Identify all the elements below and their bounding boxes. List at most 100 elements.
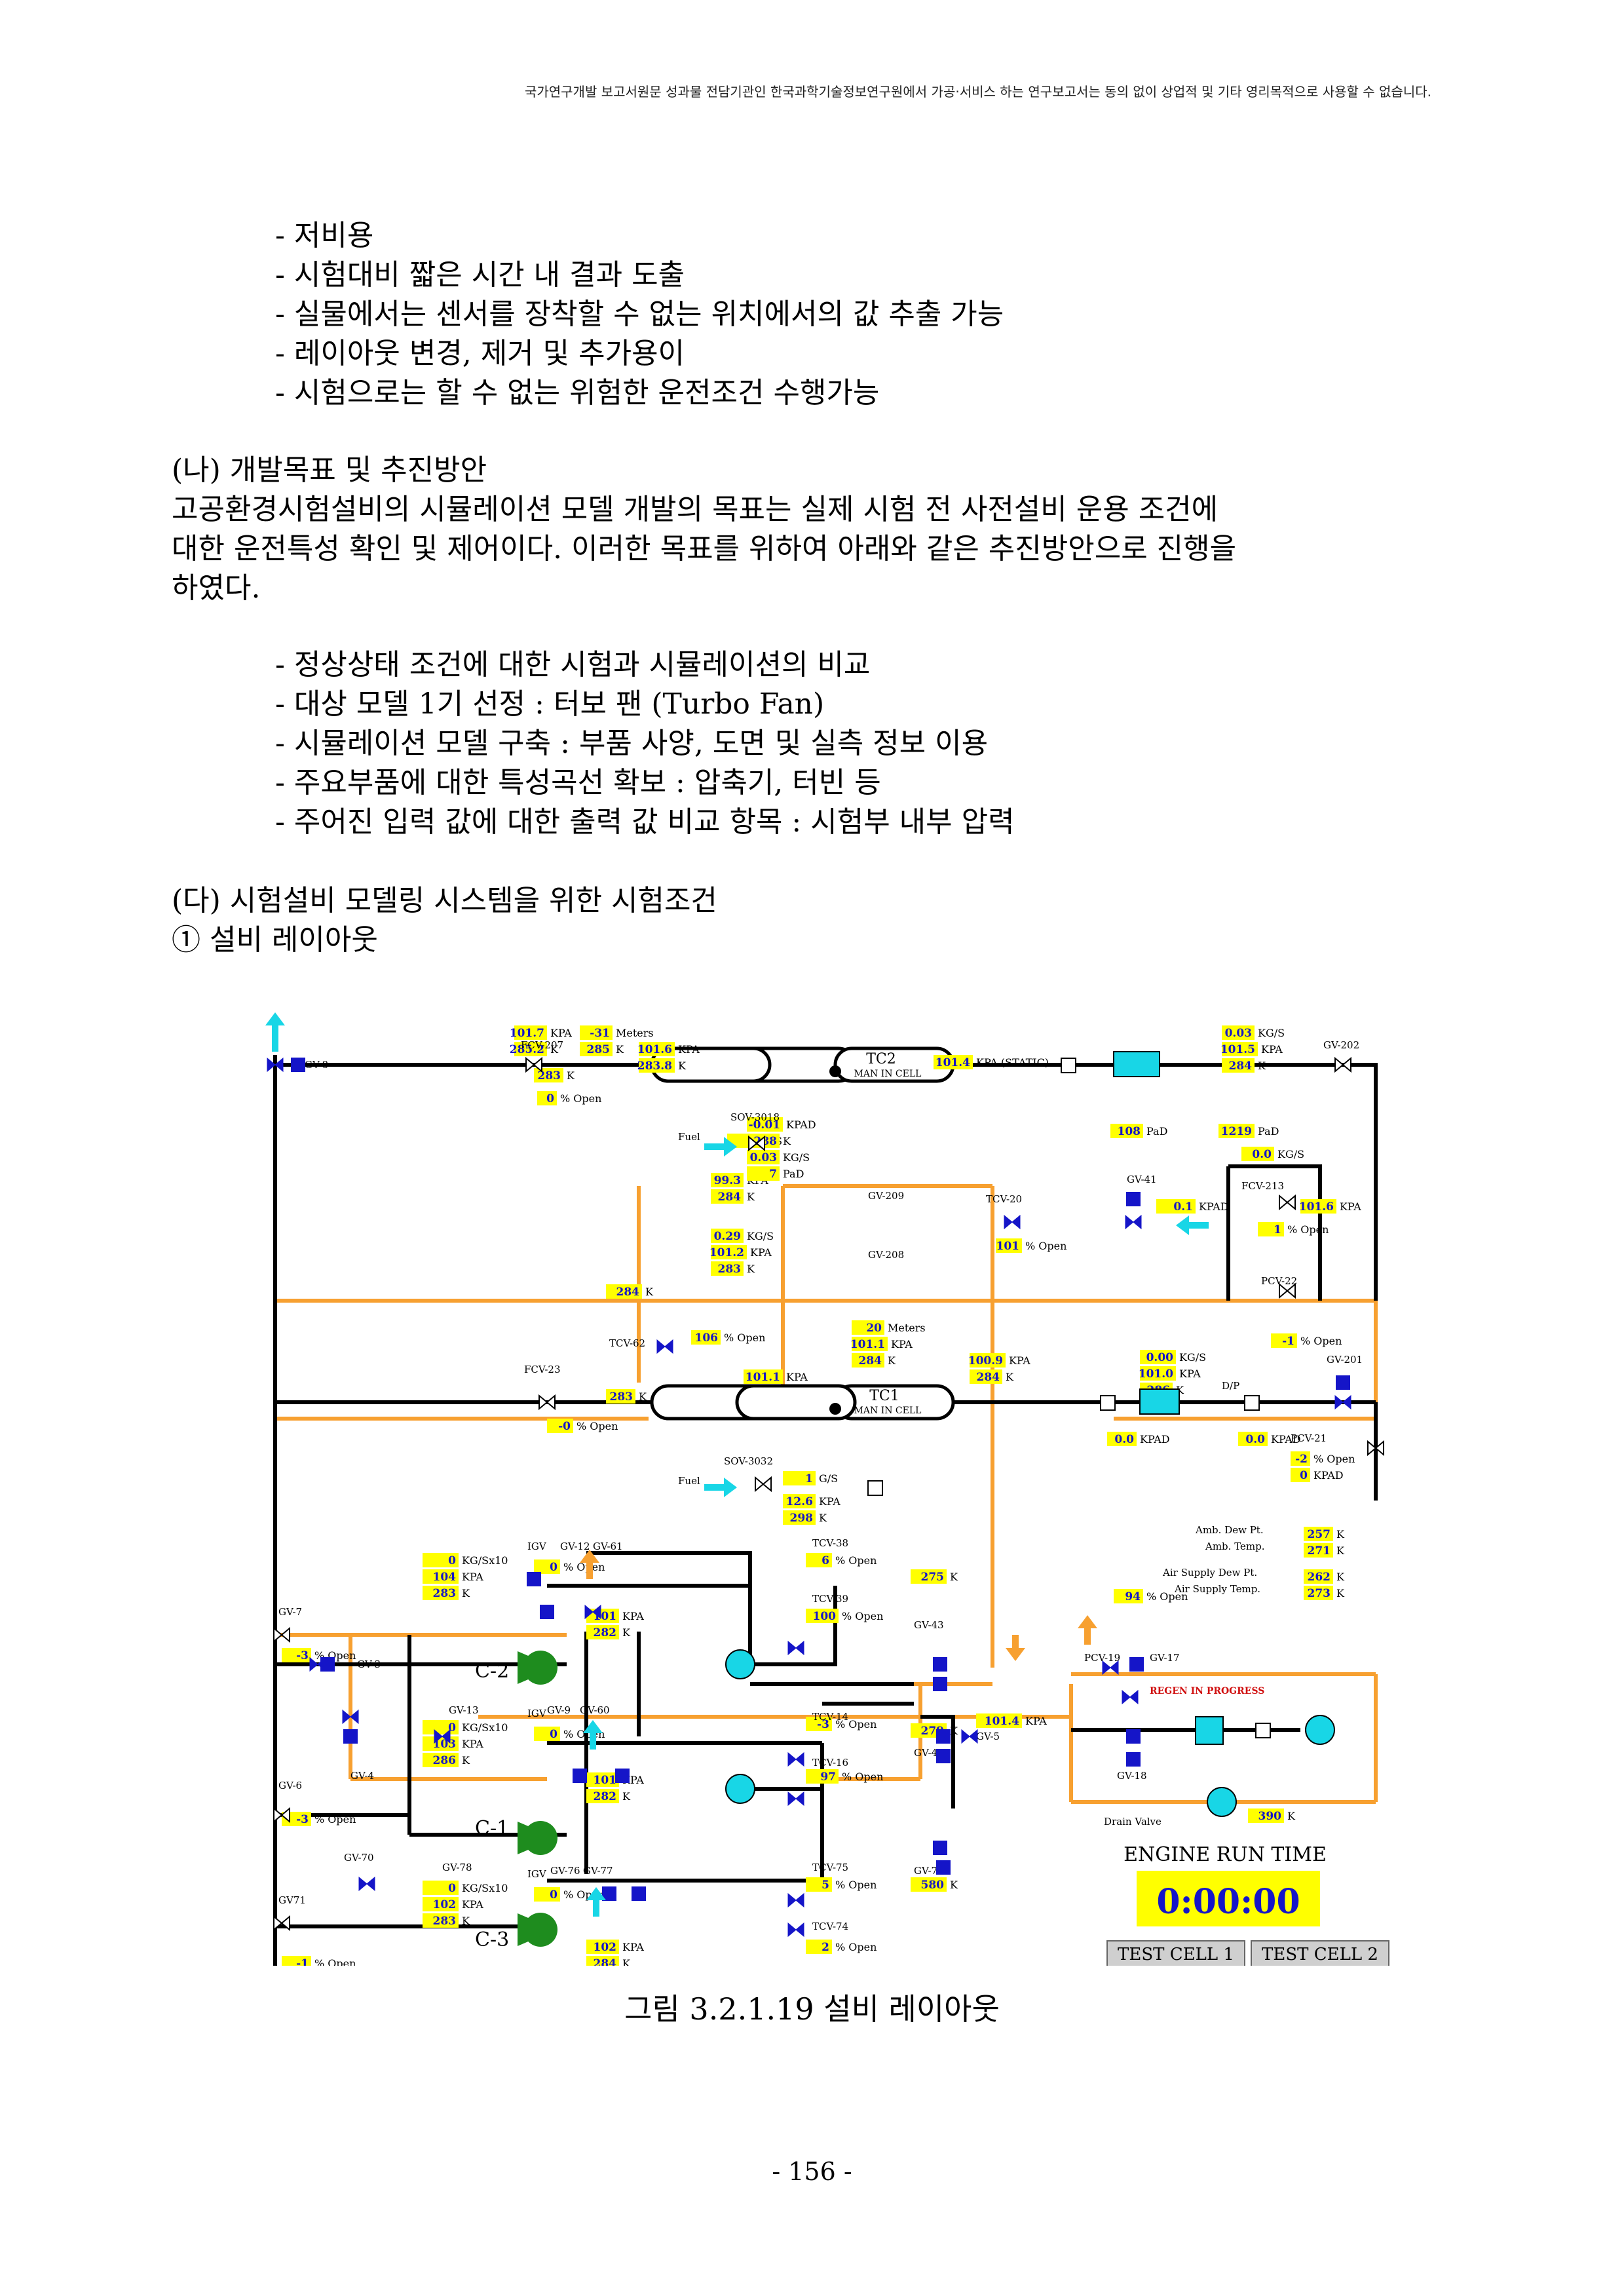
value-fcv213_flow: 0.0	[1252, 1148, 1272, 1161]
label-regen: REGEN IN PROGRESS	[1150, 1686, 1264, 1696]
unit-label: % Open	[314, 1813, 356, 1826]
unit-label: KPA	[462, 1571, 483, 1583]
unit-label: % Open	[1300, 1335, 1342, 1347]
value-gv6_open: -3	[296, 1813, 309, 1826]
unit-label: KPA	[1340, 1200, 1361, 1213]
value-box	[806, 1769, 839, 1784]
value-box	[806, 1877, 832, 1892]
value-box	[911, 1569, 947, 1584]
value-tc2_p2: 101.6	[637, 1043, 672, 1056]
value-box	[1271, 1333, 1297, 1348]
unit-label: K	[1006, 1371, 1014, 1383]
value-box	[711, 1173, 744, 1187]
value-box	[534, 1559, 560, 1574]
engine-run-timer	[1137, 1871, 1320, 1926]
unit-label: % Open	[563, 1561, 605, 1573]
value-tcv74_open: 2	[821, 1941, 829, 1954]
label-tcv74: TCV-74	[812, 1921, 848, 1932]
figure-caption: 그림 3.2.1.19 설비 레이아웃	[624, 1991, 1000, 2027]
value-box	[639, 1042, 675, 1056]
unit-label: K	[622, 1790, 631, 1803]
unit-label: K	[1336, 1544, 1345, 1557]
label-igv: IGV	[527, 1708, 547, 1719]
value-box	[747, 1150, 780, 1164]
unit-label: KPA	[1009, 1354, 1030, 1367]
label-gv9: GV-9	[547, 1704, 571, 1716]
value-box	[806, 1553, 832, 1567]
value-box	[934, 1055, 973, 1069]
value-box	[423, 1586, 459, 1600]
unit-label: KPA	[786, 1371, 808, 1383]
unit-label: KG/Sx10	[462, 1882, 508, 1894]
unit-label: % Open	[576, 1420, 618, 1432]
value-tc1_p2: 100.9	[968, 1354, 1003, 1368]
test-cell-2-button[interactable]	[1251, 1940, 1389, 1968]
value-box	[1156, 1199, 1196, 1214]
unit-label: % Open	[835, 1941, 877, 1953]
label-tcv38: TCV-38	[812, 1537, 848, 1549]
air-supply-pipes	[273, 1184, 1378, 1804]
label-gv201: GV-201	[1327, 1354, 1363, 1366]
value-tc2_t2: 285	[587, 1043, 611, 1056]
value-pad_1219: 1219	[1221, 1125, 1252, 1138]
unit-label: PaD	[1146, 1125, 1167, 1138]
value-amb_temp: 271	[1308, 1544, 1331, 1558]
value-c3_out_t: 284	[594, 1957, 617, 1966]
value-box	[282, 1648, 311, 1662]
unit-label: KPA	[1025, 1715, 1047, 1727]
value-c1_out_t: 282	[594, 1790, 617, 1803]
tc1-name: TC1	[869, 1388, 899, 1404]
value-box	[711, 1245, 747, 1259]
unit-label: KPA	[678, 1043, 700, 1056]
value-c3_igv: 0	[550, 1888, 557, 1902]
paragraph-line: 대한 운전특성 확인 및 제어이다. 이러한 목표를 위하여 아래와 같은 추진…	[172, 532, 1237, 565]
unit-label: KPAD	[1271, 1433, 1301, 1445]
value-tc2_out_flow: 0.03	[1225, 1027, 1252, 1040]
value-tc1_p: 101.1	[850, 1338, 885, 1351]
label-air_temp: Air Supply Temp.	[1174, 1583, 1260, 1595]
value-c2_igv: 0	[550, 1561, 557, 1574]
label-gv76: GV-76	[550, 1865, 580, 1877]
value-gv208_p: 101.2	[709, 1246, 744, 1259]
main-pipes	[273, 1055, 1378, 1966]
unit-label: G/S	[819, 1472, 838, 1485]
value-box	[1300, 1199, 1336, 1214]
label-fcv207: FCV-207	[521, 1039, 563, 1051]
label-gv13: GV-13	[449, 1704, 479, 1716]
value-box	[586, 1789, 619, 1803]
value-fcv207_open: 0	[546, 1092, 554, 1105]
value-p_1014: 101.4	[985, 1715, 1019, 1728]
value-c3_out_p: 102	[594, 1941, 617, 1954]
value-tc1_pad2: 0.0	[1245, 1433, 1265, 1446]
value-tc1_p3: 101.1	[746, 1371, 780, 1384]
value-box	[1241, 1147, 1274, 1161]
tc1-sub: MAN IN CELL	[854, 1406, 922, 1416]
value-tcv14_open: -3	[817, 1718, 829, 1731]
value-box	[911, 1877, 947, 1892]
unit-label: K	[783, 1135, 791, 1147]
unit-label: % Open	[314, 1957, 356, 1966]
value-box	[423, 1913, 459, 1928]
value-t_580: 580	[921, 1879, 945, 1892]
value-air_dew: 262	[1308, 1571, 1331, 1584]
heat-exchanger-icons	[725, 1051, 1335, 1817]
label-gv70: GV-70	[344, 1852, 374, 1864]
unit-label: KPAD	[1140, 1433, 1170, 1445]
value-box	[852, 1353, 884, 1368]
section-heading-na: (나) 개발목표 및 추진방안	[172, 453, 487, 487]
value-c1_out_p: 101	[594, 1774, 617, 1787]
section-heading-da: (다) 시험설비 모델링 시스템을 위한 시험조건	[172, 884, 717, 917]
value-tc2_out_t: 284	[1229, 1060, 1253, 1073]
unit-label: K	[639, 1390, 647, 1403]
label-sov3018: SOV-3018	[730, 1111, 780, 1123]
value-tc1_pad1: 0.0	[1114, 1433, 1134, 1446]
value-pcv22_open: -1	[1282, 1335, 1294, 1348]
unit-label: KPAD	[1313, 1469, 1344, 1482]
value-box	[606, 1389, 635, 1404]
unit-label: K	[950, 1571, 958, 1583]
unit-label: % Open	[835, 1554, 877, 1567]
value-tc2_fuel_p: 99.3	[714, 1174, 741, 1187]
tc2-name: TC2	[866, 1051, 896, 1067]
value-pcv21_open: -2	[1295, 1453, 1308, 1466]
